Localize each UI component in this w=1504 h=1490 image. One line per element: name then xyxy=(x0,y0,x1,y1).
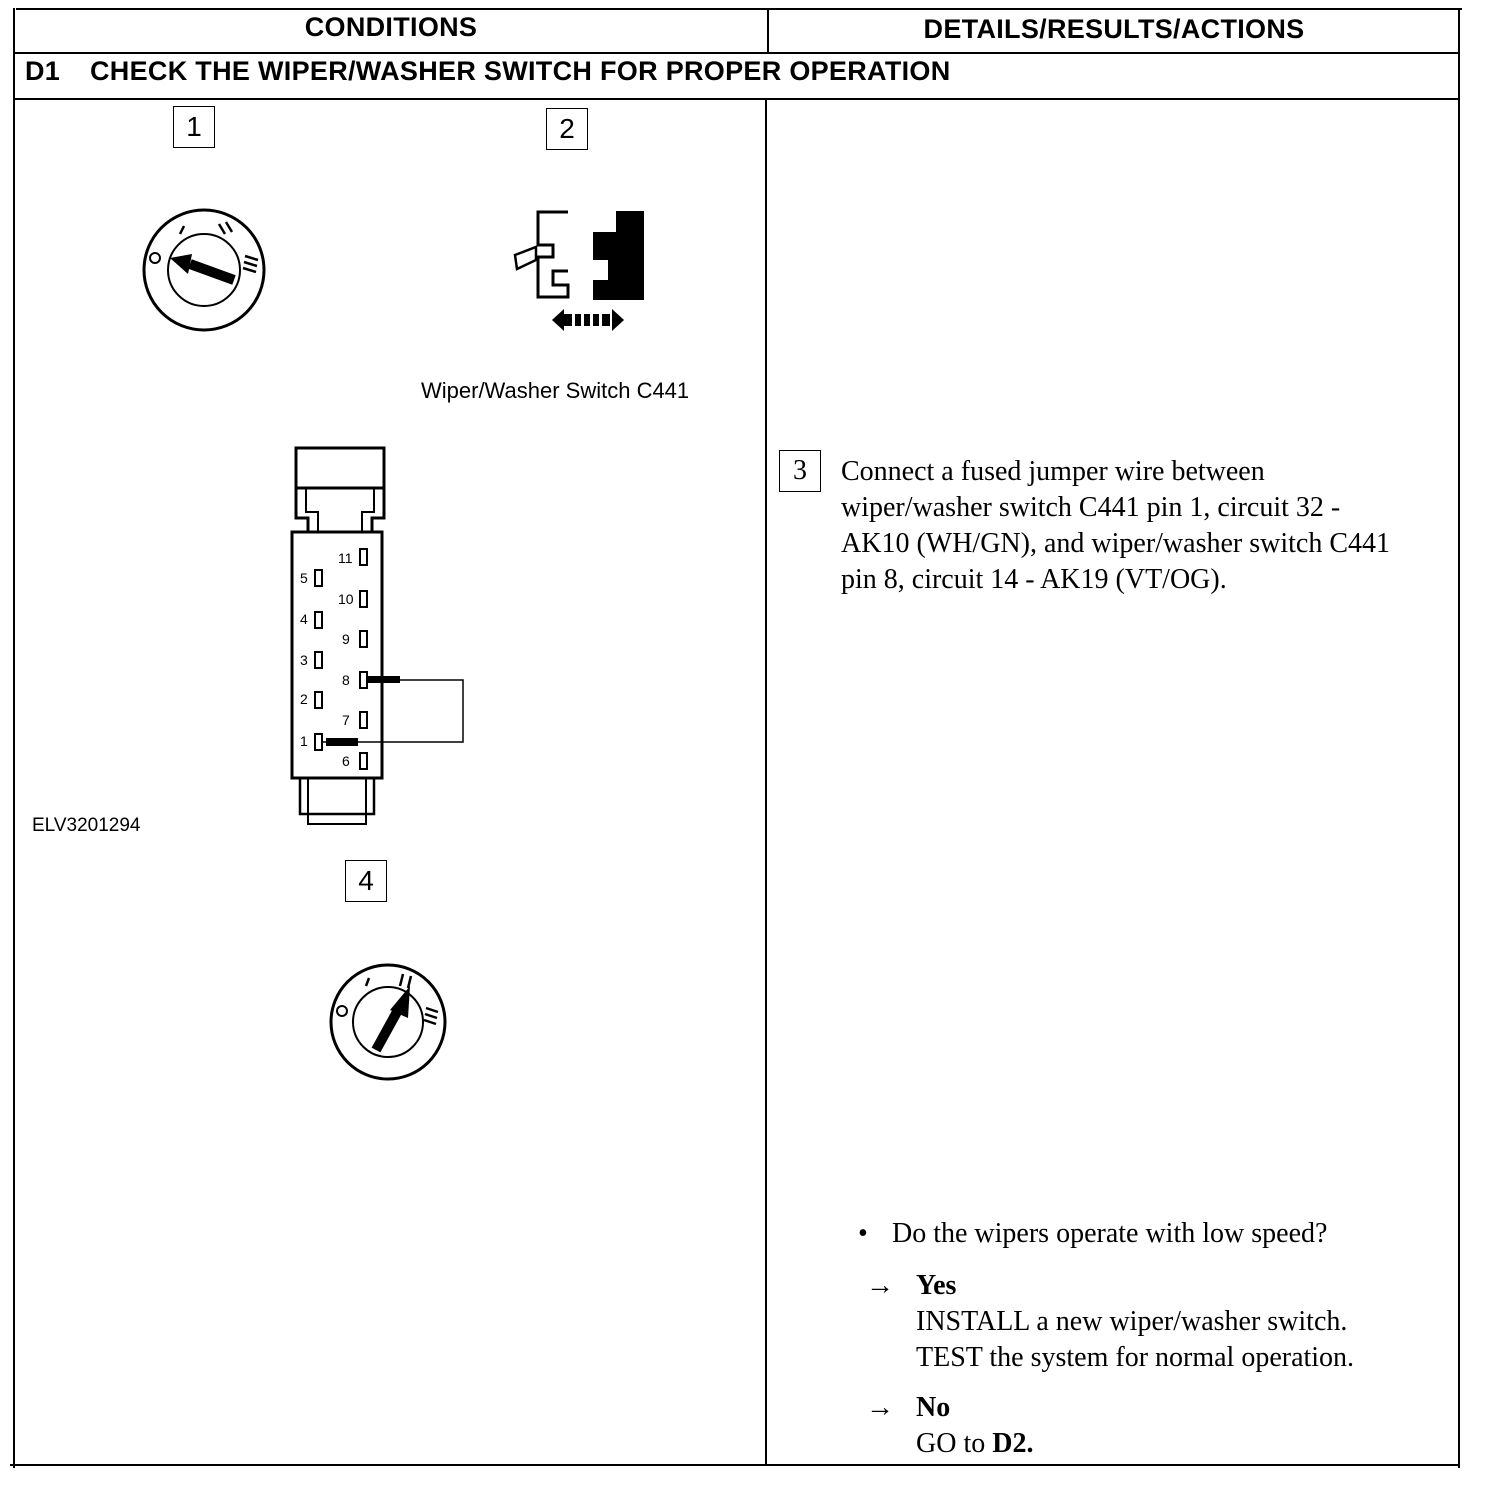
ignition-switch-run-icon xyxy=(329,963,447,1081)
no-action: GO to D2. xyxy=(916,1426,1033,1462)
question-text: Do the wipers operate with low speed? xyxy=(892,1218,1328,1249)
yes-action: INSTALL a new wiper/washer switch. TEST … xyxy=(916,1304,1354,1376)
pin-label-7: 7 xyxy=(342,712,350,728)
connector-pinout-diagram: 5 4 3 2 1 11 10 9 8 7 6 xyxy=(290,446,464,825)
ignition-switch-off-icon xyxy=(142,208,266,332)
column-header-details: DETAILS/RESULTS/ACTIONS xyxy=(923,14,1305,44)
arrow-right-icon: → xyxy=(866,1270,894,1301)
pin-label-9: 9 xyxy=(342,631,350,647)
step-1-box: 1 xyxy=(173,106,215,148)
bullet-icon: • xyxy=(858,1218,868,1249)
step-2-box: 2 xyxy=(546,108,588,150)
step-3-line: Connect a fused jumper wire between xyxy=(841,456,1265,487)
step-3-line: AK10 (WH/GN), and wiper/washer switch C4… xyxy=(841,528,1390,559)
table-border-top xyxy=(16,8,1462,10)
yes-action-line: TEST the system for normal operation. xyxy=(916,1342,1355,1373)
step-3-box: 3 xyxy=(779,450,821,492)
pin-label-2: 2 xyxy=(300,691,308,707)
table-border-bottom xyxy=(10,1464,1460,1466)
connector-disconnect-icon xyxy=(513,210,644,331)
pin-label-11: 11 xyxy=(338,550,353,566)
switch-caption: Wiper/Washer Switch C441 xyxy=(421,378,690,403)
step-3-line: wiper/washer switch C441 pin 1, circuit … xyxy=(841,492,1341,523)
pin-label-6: 6 xyxy=(342,753,350,769)
pin-label-1: 1 xyxy=(300,733,308,749)
figure-id: ELV3201294 xyxy=(32,815,141,836)
table-border-right xyxy=(1458,8,1460,1468)
no-action-target: D2. xyxy=(992,1428,1034,1459)
yes-action-line: INSTALL a new wiper/washer switch. xyxy=(916,1306,1348,1337)
section-divider xyxy=(15,98,1460,100)
pin-label-5: 5 xyxy=(300,570,308,586)
step-3-line: pin 8, circuit 14 - AK19 (VT/OG). xyxy=(841,564,1227,595)
pin-label-3: 3 xyxy=(300,652,308,668)
no-label: No xyxy=(916,1392,951,1423)
yes-label: Yes xyxy=(916,1270,957,1301)
column-divider-body xyxy=(765,99,767,1465)
step-4-box: 4 xyxy=(345,860,387,902)
arrow-right-icon: → xyxy=(866,1392,894,1423)
pin-label-4: 4 xyxy=(300,611,308,627)
section-title: CHECK THE WIPER/WASHER SWITCH FOR PROPER… xyxy=(90,56,951,86)
pin-label-8: 8 xyxy=(342,672,350,688)
section-id: D1 xyxy=(25,56,61,86)
table-border-left xyxy=(13,8,15,1468)
step-3-instructions: Connect a fused jumper wire between wipe… xyxy=(841,454,1451,598)
column-header-conditions: CONDITIONS xyxy=(304,12,478,42)
header-divider xyxy=(15,52,1460,54)
column-divider-header xyxy=(767,9,769,53)
pin-label-10: 10 xyxy=(338,591,354,607)
no-action-prefix: GO to xyxy=(916,1428,993,1459)
